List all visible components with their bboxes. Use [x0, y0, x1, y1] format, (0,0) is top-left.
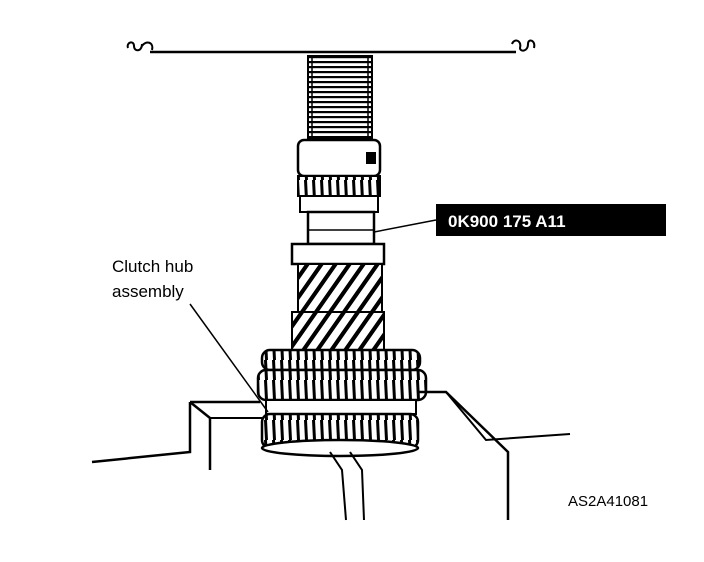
special-tool — [296, 138, 382, 246]
part-number-text: 0K900 175 A11 — [448, 212, 566, 231]
clutch-hub-leader — [189, 303, 269, 413]
support-blocks — [91, 390, 571, 521]
part-number-leader — [373, 219, 437, 233]
figure-id: AS2A41081 — [568, 493, 648, 510]
gear-stack — [256, 242, 428, 458]
threaded-shaft — [307, 55, 373, 139]
part-number-callout: 0K900 175 A11 — [436, 204, 666, 236]
clutch-hub-label-line2: assembly — [112, 282, 184, 301]
clutch-hub-label-line1: Clutch hub — [112, 257, 193, 276]
press-crossbar — [126, 39, 536, 54]
